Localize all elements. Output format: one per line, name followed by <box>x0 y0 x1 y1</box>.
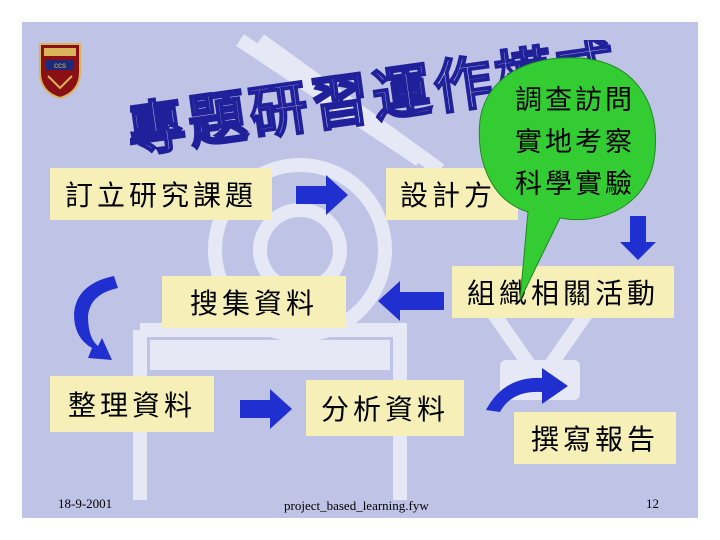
school-crest-logo: ccs <box>39 43 81 100</box>
arrow-right-icon <box>296 175 348 215</box>
step-topic: 訂立研究課題 <box>50 168 272 220</box>
step-analyze-data: 分析資料 <box>306 380 464 436</box>
step-write-report: 撰寫報告 <box>514 412 676 464</box>
step-design-label: 設計方 <box>400 179 497 212</box>
step-organize-label: 組織相關活動 <box>466 277 659 310</box>
arrow-right-icon-2 <box>240 389 292 429</box>
step-topic-label: 訂立研究課題 <box>64 179 257 212</box>
step-analyze-label: 分析資料 <box>320 393 449 426</box>
callout-line-1: 調查訪問 <box>515 85 635 116</box>
arrow-left-icon <box>378 281 444 321</box>
step-collect-data: 搜集資料 <box>162 276 346 328</box>
svg-text:ccs: ccs <box>54 61 66 70</box>
step-sort-data: 整理資料 <box>50 376 214 432</box>
arrow-down-icon <box>620 216 656 260</box>
callout-line-2: 實地考察 <box>515 127 635 158</box>
footer-filename: project_based_learning.fyw <box>284 498 429 513</box>
footer-date: 18-9-2001 <box>58 496 113 511</box>
curved-arrow-down-icon <box>74 276 118 360</box>
step-write-label: 撰寫報告 <box>530 423 659 456</box>
footer-page-number: 12 <box>646 496 659 511</box>
step-collect-label: 搜集資料 <box>189 287 318 320</box>
step-sort-label: 整理資料 <box>67 389 196 422</box>
curved-arrow-right-icon <box>486 368 568 412</box>
step-organize-activity: 組織相關活動 <box>452 266 674 318</box>
callout-line-3: 科學實驗 <box>515 169 635 200</box>
